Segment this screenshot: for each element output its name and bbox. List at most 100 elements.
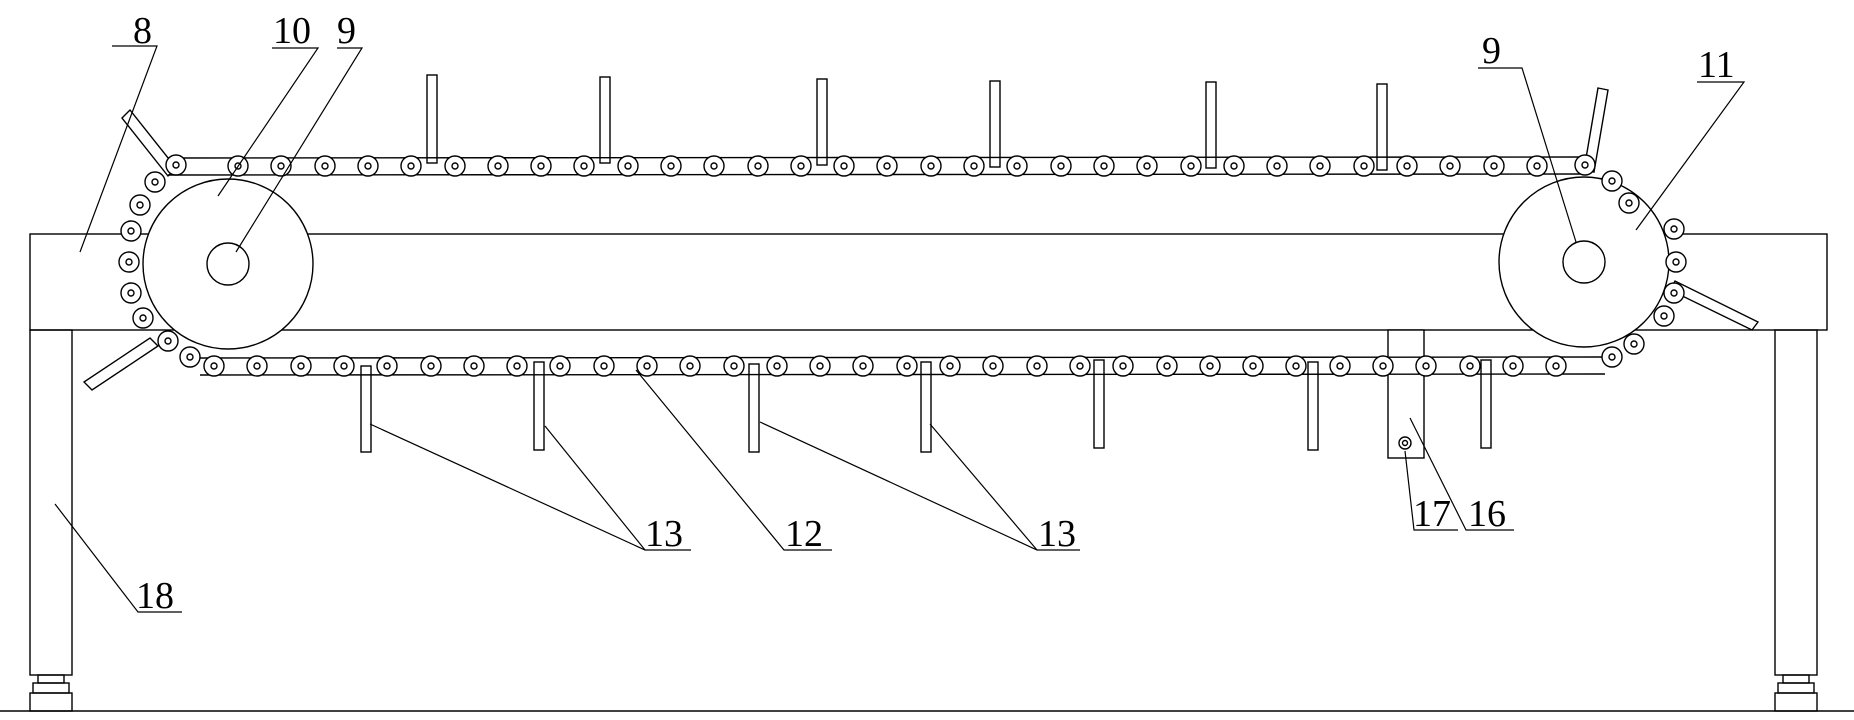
chain-roller [747,155,769,177]
chain-roller [420,355,442,377]
chain-roller [833,155,855,177]
chain-roller-pin [1187,162,1195,170]
chain-roller-pin [364,162,372,170]
chain-roller [1180,155,1202,177]
chain-roller [1069,355,1091,377]
chain-roller [165,154,187,176]
chain-roller-pin [537,162,545,170]
chain-roller [1601,346,1623,368]
chain-roller-pin [903,362,911,370]
chain-roller [1223,155,1245,177]
chain-roller-pin [407,162,415,170]
chain-roller [593,355,615,377]
chain-roller [144,171,166,193]
chain-roller-pin [139,314,147,322]
chain-roller [963,155,985,177]
chain-roller-pin [1119,362,1127,370]
chain-roller-pin [186,353,194,361]
chain-roller-pin [234,162,242,170]
chain-roller [660,155,682,177]
chain-roller [1136,155,1158,177]
chain-roller [1459,355,1481,377]
callout-8: 8 [133,10,152,52]
chain-roller-pin [1360,162,1368,170]
chain-roller [444,155,466,177]
chain-roller-pin [730,362,738,370]
chain-roller-pin [970,162,978,170]
chain-roller [118,251,140,273]
chain-roller [1050,155,1072,177]
chain-roller-pin [127,289,135,297]
chain-roller-pin [340,362,348,370]
chain-roller [203,355,225,377]
chain-roller-pin [172,161,180,169]
chain-roller [270,155,292,177]
chain-roller [376,355,398,377]
chain-roller-pin [1403,162,1411,170]
callout-9-left: 9 [337,10,356,52]
chain-roller-pin [1446,162,1454,170]
chain-roller-pin [136,201,144,209]
callout-10: 10 [273,10,311,52]
chain-roller [1663,218,1685,240]
chain-roller-pin [883,162,891,170]
chain-roller [1309,155,1331,177]
chain-roller [157,330,179,352]
chain-roller [1415,355,1437,377]
chain-roller-pin [1033,362,1041,370]
chain-roller [876,155,898,177]
chain-roller [1266,155,1288,177]
bracket [1387,329,1425,459]
chain-roller-pin [253,362,261,370]
chain-roller-pin [556,362,564,370]
chain-roller [1199,355,1221,377]
chain-roller-pin [125,258,133,266]
chain-roller [1372,355,1394,377]
callout-11: 11 [1698,44,1735,86]
chain-roller-pin [1608,353,1616,361]
chain-roller [766,355,788,377]
callout-12: 12 [785,513,823,555]
chain-roller-pin [1422,362,1430,370]
chain-roller [1574,154,1596,176]
chain-roller-pin [600,362,608,370]
chain-roller [1618,192,1640,214]
lower-slats [360,359,1492,453]
frame-beam [29,233,1828,331]
chain-roller [1665,251,1687,273]
chain-roller [132,307,154,329]
chain-roller [246,355,268,377]
chain-roller [852,355,874,377]
callout-18: 18 [136,575,174,617]
chain-roller-pin [1670,225,1678,233]
chain-roller-pin [643,362,651,370]
chain-roller-pin [816,362,824,370]
chain-roller-pin [859,362,867,370]
callout-13-right: 13 [1038,513,1076,555]
chain-roller-pin [1230,162,1238,170]
chain-roller [939,355,961,377]
chain-roller-pin [513,362,521,370]
chain-roller [723,355,745,377]
chain-roller [1653,305,1675,327]
chain-roller-pin [797,162,805,170]
chain-roller-pin [1100,162,1108,170]
chain-roller [314,155,336,177]
chain-roller [129,194,151,216]
chain-roller-pin [1292,362,1300,370]
chain-roller [1545,355,1567,377]
right-leg [1774,329,1818,712]
chain-roller [1483,155,1505,177]
chain-roller-pin [1379,362,1387,370]
chain-roller [463,355,485,377]
chain-roller [1353,155,1375,177]
chain-roller-pin [164,337,172,345]
callout-9-right: 9 [1482,30,1501,72]
chain-roller-pin [127,227,135,235]
chain-roller [703,155,725,177]
chain-roller [549,355,571,377]
chain-roller-pin [1509,362,1517,370]
chain-roller-pin [1533,162,1541,170]
chain-roller-pin [1466,362,1474,370]
chain-roller-pin [210,362,218,370]
